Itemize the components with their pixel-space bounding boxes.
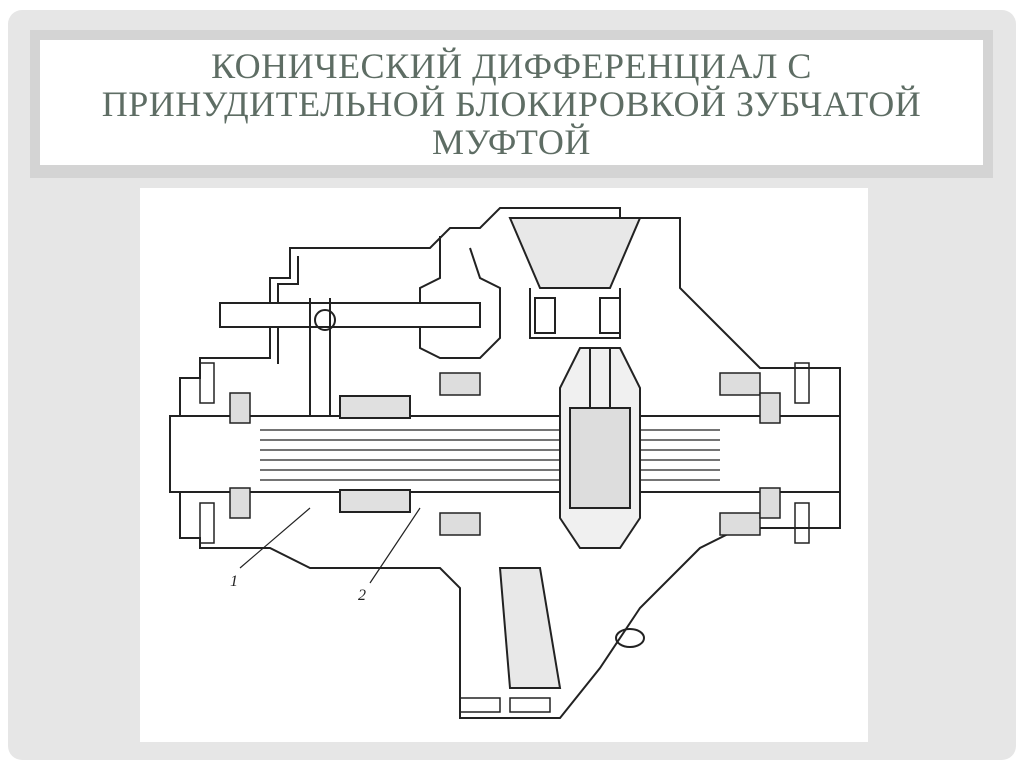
callout-2: 2 [358,587,366,604]
bearings [229,372,781,536]
clutch-coupling [339,395,411,419]
title-box: КОНИЧЕСКИЙ ДИФФЕРЕНЦИАЛ С ПРИНУДИТЕЛЬНОЙ… [40,40,983,165]
flange-bolts [199,362,810,713]
slide-title: КОНИЧЕСКИЙ ДИФФЕРЕНЦИАЛ С ПРИНУДИТЕЛЬНОЙ… [101,45,922,162]
ring-gear [498,567,562,689]
technical-drawing: 1 2 [169,207,841,719]
pinion-gear [508,217,642,289]
shift-rod [219,302,481,328]
differential-drawing: 1 2 [140,188,868,742]
callout-1: 1 [230,573,238,590]
housing-outline [179,207,841,719]
